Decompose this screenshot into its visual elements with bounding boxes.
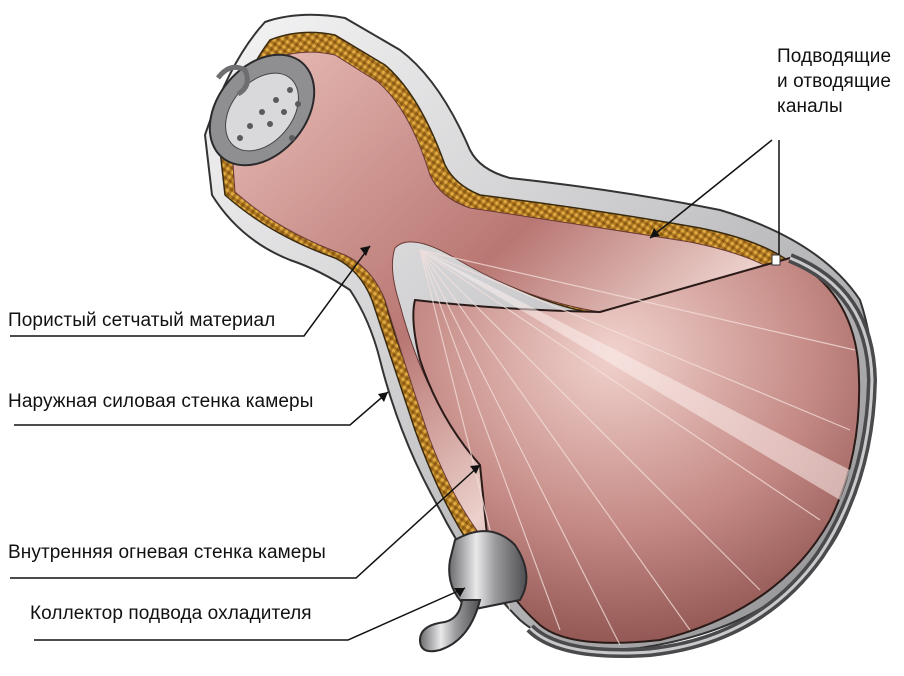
label-channels-line-1: Подводящие — [777, 44, 891, 69]
label-coolant-collector: Коллектор подвода охладителя — [30, 603, 312, 625]
label-outer-load-wall: Наружная силовая стенка камеры — [8, 391, 313, 413]
label-inner-fire-wall: Внутренняя огневая стенка камеры — [8, 542, 326, 564]
coolant-inlet-pipe — [420, 600, 480, 651]
label-porous-mesh-material: Пористый сетчатый материал — [8, 310, 275, 332]
label-channels-line-3: каналы — [777, 94, 891, 119]
label-channels-line-2: и отводящие — [777, 69, 891, 94]
label-supply-and-drain-channels: Подводящие и отводящие каналы — [777, 44, 891, 119]
channel-slot — [772, 255, 780, 265]
